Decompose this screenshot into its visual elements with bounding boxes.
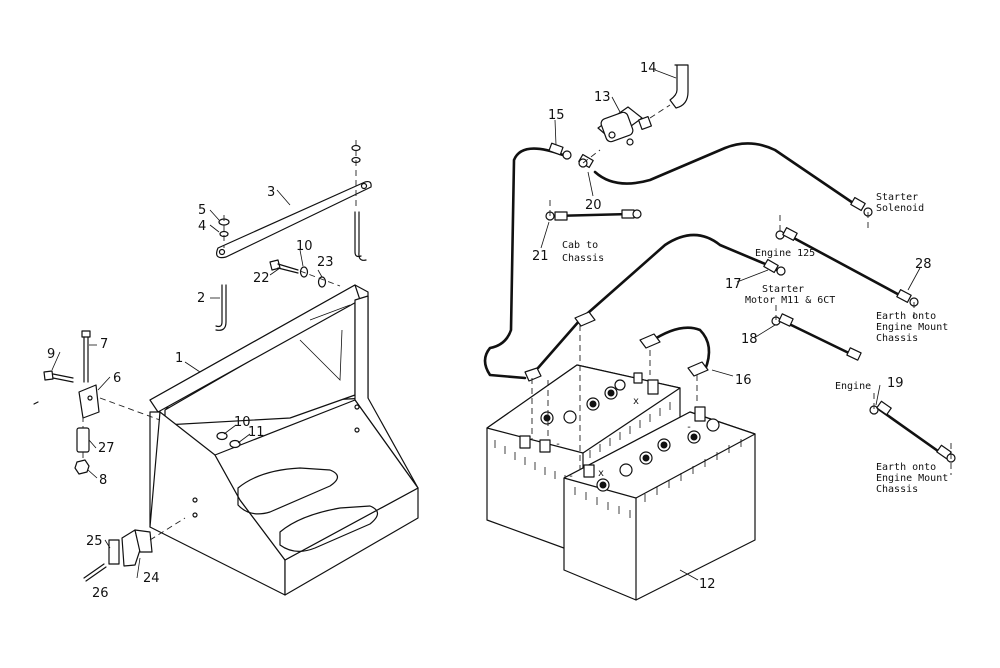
bolt-with-washer [269,259,341,288]
label-earth-bottom-3: Chassis [876,484,918,495]
label-starter-solenoid-2: Solenoid [876,203,924,214]
label-starter-motor-1: Starter [762,284,804,295]
callout-11: 11 [248,425,265,440]
callout-25: 25 [86,534,103,549]
callout-24: 24 [143,571,160,586]
hose [669,64,689,109]
callout-numbers: 1 2 3 4 5 6 7 8 9 10 10 11 12 13 14 15 1… [47,61,932,601]
callout-26: 26 [92,586,109,601]
callout-16: 16 [735,373,752,388]
nut-and-washer-right [351,140,361,210]
callout-15: 15 [548,108,565,123]
callout-13: 13 [594,90,611,105]
cable-labels: Starter Solenoid Cab to Chassis Engine 1… [562,192,948,495]
label-earth-top-1: Earth onto [876,311,936,322]
alignment-lines [531,149,952,475]
label-engine: Engine [835,381,871,392]
callout-4: 4 [198,219,206,234]
stray-mark [33,401,39,405]
battery-box [149,284,419,596]
label-cab-to-chassis-2: Chassis [562,253,604,264]
callout-14: 14 [640,61,657,76]
callout-2: 2 [197,291,205,306]
clamp-bar [216,180,372,259]
callout-10-top: 10 [296,239,313,254]
cables [483,142,947,458]
callout-10-side: 10 [234,415,251,430]
leader-lines [51,69,921,581]
callout-22: 22 [253,271,270,286]
callout-28: 28 [915,257,932,272]
callout-18: 18 [741,332,758,347]
cross-mark-front: x [598,468,604,479]
callout-27: 27 [98,441,115,456]
battery-front: x - - [563,406,756,601]
minus-mark-front: - [686,422,692,433]
label-earth-bottom-2: Engine Mount [876,473,948,484]
label-engine-125: Engine 125 [755,248,815,259]
hinge-bolt [43,330,161,475]
label-earth-top-3: Chassis [876,333,918,344]
callout-6: 6 [113,371,121,386]
nut-and-washer [218,215,230,248]
label-cab-to-chassis-1: Cab to [562,240,598,251]
starter-solenoid [597,104,671,146]
label-earth-top-2: Engine Mount [876,322,948,333]
callout-20: 20 [585,198,602,213]
callout-7: 7 [100,337,108,352]
callout-19: 19 [887,376,904,391]
callout-21: 21 [532,249,549,264]
callout-3: 3 [267,185,275,200]
callout-8: 8 [99,473,107,488]
callout-5: 5 [198,203,206,218]
label-starter-solenoid-1: Starter [876,192,918,203]
latch-assembly [83,517,186,582]
callout-9: 9 [47,347,55,362]
label-starter-motor-2: Motor M11 & 6CT [745,295,835,306]
minus-mark-left: - [568,471,574,482]
j-bolt [215,211,367,331]
callout-1: 1 [175,351,183,366]
cross-mark: x [633,396,639,407]
minus-mark: - [555,439,561,450]
callout-17: 17 [725,277,742,292]
side-fastener [216,431,241,449]
callout-12: 12 [699,577,716,592]
callout-23: 23 [317,255,334,270]
label-earth-bottom-1: Earth onto [876,462,936,473]
